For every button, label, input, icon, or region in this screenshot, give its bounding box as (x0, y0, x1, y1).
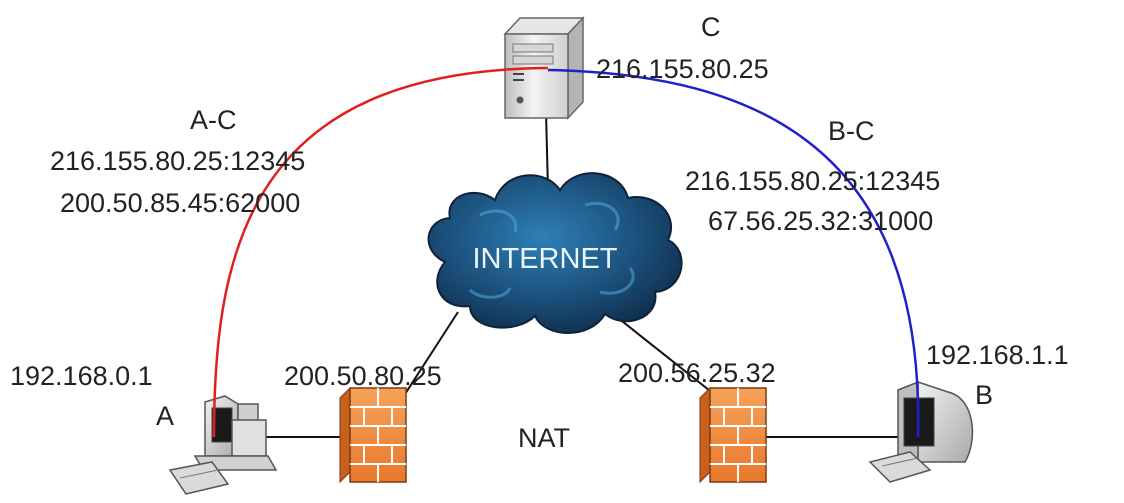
server-label: C (701, 12, 721, 42)
b-c-address-public: 67.56.25.32:31000 (708, 206, 933, 236)
a-c-address-public: 200.50.85.45:62000 (60, 188, 300, 218)
b-c-address-server: 216.155.80.25:12345 (685, 166, 940, 196)
host-b-ip: 192.168.1.1 (926, 340, 1069, 370)
a-c-title: A-C (190, 105, 237, 135)
server-ip: 216.155.80.25 (596, 54, 769, 84)
host-a-label: A (156, 401, 174, 431)
link-server-internet (545, 111, 549, 191)
connection-a-c (212, 66, 549, 438)
server-icon (503, 16, 585, 120)
nat-label: NAT (518, 423, 570, 453)
link-internet-nat-b (607, 309, 725, 403)
internet-label: INTERNET (473, 243, 618, 275)
cloud-icon: INTERNET (427, 172, 683, 334)
host-a-ip: 192.168.0.1 (10, 361, 153, 391)
firewall-icon (699, 386, 767, 484)
host-b-label: B (975, 380, 993, 410)
desktop-computer-icon (168, 395, 278, 495)
connection-b-c (547, 68, 920, 438)
b-c-title: B-C (828, 116, 875, 146)
nat-a-ip: 200.50.80.25 (284, 361, 442, 391)
nat-b-ip: 200.56.25.32 (618, 358, 776, 388)
monitor-computer-icon (868, 380, 974, 483)
a-c-address-server: 216.155.80.25:12345 (50, 146, 305, 176)
firewall-icon (339, 386, 407, 484)
